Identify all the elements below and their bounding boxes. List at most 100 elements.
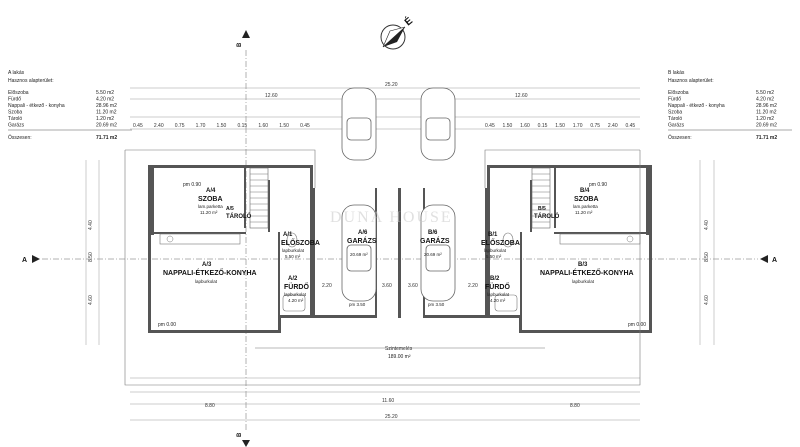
legend-left-row-value: 28.96 m2: [96, 103, 117, 109]
room-a3-code: A/3: [202, 262, 212, 268]
legend-right-row-value: 28.96 m2: [756, 103, 777, 109]
terrace-label: Szintemelés: [385, 346, 413, 352]
room-a4-area: 11.20 m²: [200, 210, 218, 215]
car-garage-right: [420, 204, 456, 302]
room-b1-floor: lapburkolat: [484, 248, 507, 253]
dim-top-segment: 1.50: [279, 123, 289, 129]
car-top-right: [420, 87, 456, 161]
legend-left-row-value: 1.20 m2: [96, 116, 114, 122]
legend-right-row-label: Nappali - étkező - konyha: [668, 103, 725, 109]
room-b3-name: NAPPALI-ÉTKEZŐ-KONYHA: [540, 268, 634, 277]
room-a6: A/6 GARÁZS 20.69 m² pm 3.50: [347, 230, 377, 307]
room-b3-code: B/3: [578, 262, 588, 268]
legend-left-row-value: 11.20 m2: [96, 110, 117, 116]
dim-top-segment: 1.50: [503, 123, 513, 129]
kitchen-counter-left: [159, 233, 241, 245]
legend-right-total-label: Összesen:: [668, 134, 692, 141]
room-b1-name: ELŐSZOBA: [481, 238, 520, 247]
room-b6-code: B/6: [428, 230, 438, 236]
dim-half-left: 12.60: [265, 93, 278, 99]
room-a5-code: A/5: [226, 206, 234, 212]
section-mark-a-left: A: [22, 257, 27, 264]
legend-right-row-label: Fürdő: [668, 97, 681, 103]
room-a1-code: A/1: [283, 232, 293, 238]
room-a2: A/2 FÜRDŐ lapburkolat 4.20 m²: [284, 276, 309, 303]
dim-top-segment: 0.45: [300, 123, 310, 129]
dim-top-segment: 2.40: [154, 123, 164, 129]
dim-bottom-mid: 11.60: [382, 398, 394, 404]
legend-right-row-value: 11.20 m2: [756, 110, 777, 116]
section-line-b: B B: [237, 30, 250, 447]
dim-side-3: 4.60: [88, 295, 94, 305]
room-b3: B/3 NAPPALI-ÉTKEZŐ-KONYHA lapburkolat pm…: [540, 262, 646, 328]
room-a1: A/1 ELŐSZOBA lapburkolat 5.50 m²: [281, 232, 320, 259]
dim-top-segment: 1.50: [217, 123, 227, 129]
room-b2-floor: lapburkolat: [487, 292, 510, 297]
room-b2-area: 4.20 m²: [490, 298, 506, 303]
dim-side-1: 4.40: [88, 220, 94, 230]
room-a1-area: 5.50 m²: [285, 254, 301, 259]
dim-side-6: 4.60: [704, 295, 710, 305]
room-b1-code: B/1: [488, 232, 498, 238]
dim-top-segment: 0.75: [175, 123, 185, 129]
legend-left-row-label: Fürdő: [8, 97, 21, 103]
dim-top-segment: 0.45: [485, 123, 495, 129]
section-mark-b-top: B: [237, 42, 243, 47]
legend-left-row-label: Nappali - étkező - konyha: [8, 103, 65, 109]
room-a6-name: GARÁZS: [347, 236, 377, 245]
room-a2-area: 4.20 m²: [288, 298, 304, 303]
dim-overall: 25.20: [385, 82, 398, 88]
legend-left-total-value: 71.71 m2: [96, 135, 117, 141]
room-a2-code: A/2: [288, 276, 298, 282]
garage-left-height: pm 3.50: [349, 302, 366, 307]
room-a4-code: A/4: [206, 188, 216, 194]
legend-right-title: B lakás: [668, 70, 685, 76]
legend-right-row-label: Előszoba: [668, 90, 689, 96]
dim-top-segment: 1.70: [196, 123, 206, 129]
building-walls: [148, 165, 652, 333]
legend-right-total-value: 71.71 m2: [756, 135, 777, 141]
dim-bottom-right: 8.80: [570, 403, 580, 409]
room-b6: B/6 GARÁZS 20.69 m² pm 3.50: [420, 230, 450, 307]
dim-side-5: 8.50: [704, 252, 710, 262]
legend-right-row-label: Tároló: [668, 116, 682, 122]
room-a1-floor: lapburkolat: [282, 248, 305, 253]
room-b3-height: pm 0.00: [628, 322, 646, 328]
legend-left-row-value: 4.20 m2: [96, 97, 114, 103]
north-arrow-icon: É: [380, 14, 416, 50]
legend-left-row-label: Tároló: [8, 116, 22, 122]
section-mark-a-right: A: [772, 257, 777, 264]
dim-top-segment: 1.60: [520, 123, 530, 129]
dim-top-segment: 1.70: [573, 123, 583, 129]
dim-top-segment: 1.60: [258, 123, 268, 129]
room-b5-name: TÁROLÓ: [534, 212, 560, 220]
section-mark-b-bottom: B: [237, 432, 243, 437]
room-b5-code: B/5: [538, 206, 546, 212]
north-symbol: É: [402, 14, 416, 28]
garage-dim-1: 2.20: [322, 283, 332, 289]
legend-left-row-label: Előszoba: [8, 90, 29, 96]
legend-left-total-label: Összesen:: [8, 134, 32, 141]
bathroom-fixtures-left: [282, 232, 306, 312]
room-b4-area: 11.20 m²: [575, 210, 593, 215]
legend-right-row-value: 5.50 m2: [756, 90, 774, 96]
legend-left-row-value: 5.50 m2: [96, 90, 114, 96]
room-b6-name: GARÁZS: [420, 236, 450, 245]
room-b3-floor: lapburkolat: [572, 279, 595, 284]
room-a3-height: pm 0.00: [158, 322, 176, 328]
garage-dim-3: 3.60: [408, 283, 418, 289]
room-a3-floor: lapburkolat: [195, 279, 218, 284]
dim-half-right: 12.60: [515, 93, 528, 99]
garage-dim-4: 2.20: [468, 283, 478, 289]
room-a2-floor: lapburkolat: [284, 292, 307, 297]
legend-left-subtitle: Hasznos alapterület:: [8, 78, 54, 84]
dim-side-4: 4.40: [704, 220, 710, 230]
room-a4-name: SZOBA: [198, 196, 223, 203]
dim-top-segment: 2.40: [608, 123, 618, 129]
dimension-lines-sides: 4.40 8.50 4.60 4.40 8.50 4.60: [85, 160, 715, 345]
dim-top-segment: 0.15: [237, 123, 247, 129]
garage-dim-2: 3.60: [382, 283, 392, 289]
